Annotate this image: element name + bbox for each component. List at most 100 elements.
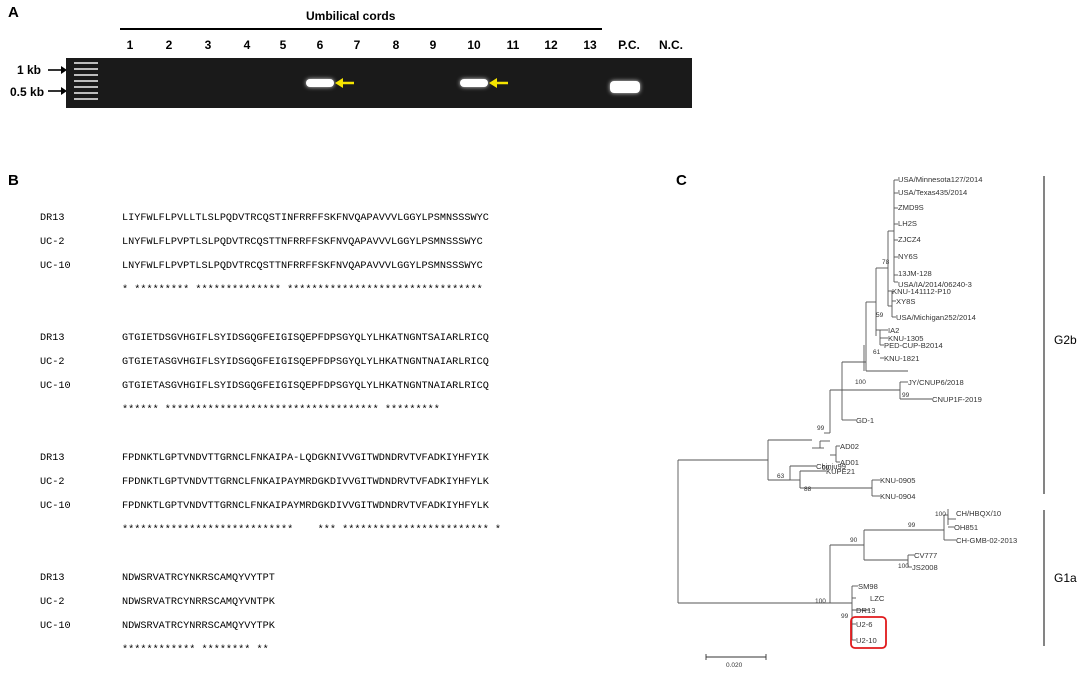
panel-a-label: A <box>8 4 19 21</box>
consensus-line: ****** *********************************… <box>122 405 440 416</box>
lane-label: 8 <box>392 38 400 52</box>
taxon-label: AD02 <box>840 442 859 451</box>
gel-title: Umbilical cords <box>306 9 396 23</box>
ladder-band <box>74 98 98 100</box>
bootstrap-value: 99 <box>902 392 910 399</box>
lane-label: 9 <box>429 38 437 52</box>
group-label-g1a: G1a <box>1054 571 1077 585</box>
lane-label: 12 <box>544 38 558 52</box>
bootstrap-value: 63 <box>777 473 785 480</box>
taxon-label: KNU-1821 <box>884 354 920 363</box>
bootstrap-value: 99 <box>908 522 916 529</box>
taxon-label: AD01 <box>840 458 859 467</box>
ladder-band <box>74 68 98 70</box>
highlight-box <box>850 616 887 649</box>
seq-name: UC-10 <box>40 621 71 632</box>
taxon-label: OH851 <box>954 523 979 532</box>
taxon-label: U2-6 <box>856 620 873 629</box>
marker-1kb-label: 1 kb <box>17 63 42 77</box>
seq-text: FPDNKTLGPTVNDVTTGRNCLFNKAIPAYMRDGKDIVVGI… <box>122 501 489 512</box>
bootstrap-value: 99 <box>822 465 830 472</box>
taxon-label: LZC <box>870 594 885 603</box>
taxon-label: SM98 <box>858 582 878 591</box>
marker-arrows <box>48 66 67 95</box>
bootstrap-value: 100 <box>898 563 909 570</box>
taxon-label: KUPE21 <box>826 467 856 476</box>
seq-text: LNYFWLFLPVPTLSLPQDVTRCQSTTNFRRFFSKFNVQAP… <box>122 261 483 272</box>
gel-title-bracket <box>120 28 602 30</box>
taxon-label: CH/HBQX/10 <box>956 509 1002 518</box>
seq-text: NDWSRVATRCYNRRSCAMQYVNTPK <box>122 597 275 608</box>
taxon-label: JS2008 <box>912 563 938 572</box>
taxon-label: 13JM-128 <box>898 269 932 278</box>
taxon-label: GD-1 <box>856 416 875 425</box>
consensus-line: **************************** *** *******… <box>122 525 502 536</box>
lane-label: 3 <box>204 38 212 52</box>
lane-label: 4 <box>243 38 251 52</box>
seq-name: DR13 <box>40 573 65 584</box>
consensus-line: * ********* ************** *************… <box>122 285 483 296</box>
ladder-band <box>74 86 98 88</box>
taxon-label: IA2 <box>888 326 900 335</box>
seq-text: NDWSRVATRCYNKRSCAMQYVYTPT <box>122 573 275 584</box>
consensus-line: ************ ******** ** <box>122 645 269 656</box>
taxon-label: CNUP1F-2019 <box>932 395 982 404</box>
ladder-band <box>74 80 98 82</box>
arrow-icon <box>489 78 508 88</box>
seq-text: GTGIETDSGVHGIFLSYIDSGQGFEIGISQEPFDPSGYQL… <box>122 333 489 344</box>
bootstrap-value: 99 <box>817 425 825 432</box>
taxon-label: CH-GMB-02-2013 <box>956 536 1018 545</box>
taxon-label: DR13 <box>856 606 876 615</box>
lane-label: 7 <box>353 38 361 52</box>
lane-label: 1 <box>126 38 134 52</box>
seq-name: UC-2 <box>40 237 65 248</box>
taxon-label: NY6S <box>898 252 918 261</box>
taxon-label: KNU-0904 <box>880 492 916 501</box>
taxon-label: PED-CUP-B2014 <box>884 341 943 350</box>
panel-b-label: B <box>8 172 19 189</box>
ladder-band <box>74 92 98 94</box>
ladder-band <box>74 62 98 64</box>
taxon-label: ZJCZ4 <box>898 235 921 244</box>
bootstrap-value: 90 <box>850 537 858 544</box>
bootstrap-value: 88 <box>804 486 812 493</box>
taxon-label: Chinju99 <box>816 462 846 471</box>
taxon-label: CV777 <box>914 551 938 560</box>
seq-name: DR13 <box>40 333 65 344</box>
seq-text: LIYFWLFLPVLLTLSLPQDVTRCQSTINFRRFFSKFNVQA… <box>122 213 489 224</box>
taxon-label: LH2S <box>898 219 917 228</box>
bootstrap-value: 61 <box>873 349 881 356</box>
gel-image <box>66 58 692 108</box>
lane-label: 2 <box>165 38 173 52</box>
seq-name: UC-10 <box>40 381 71 392</box>
taxon-label: KNU-1305 <box>888 334 924 343</box>
bootstrap-value: 78 <box>882 259 890 266</box>
seq-name: DR13 <box>40 213 65 224</box>
taxon-label: XY8S <box>896 297 916 306</box>
band-lane-10 <box>460 79 488 87</box>
seq-name: UC-10 <box>40 501 71 512</box>
seq-text: NDWSRVATRCYNRRSCAMQYVYTPK <box>122 621 275 632</box>
seq-name: DR13 <box>40 453 65 464</box>
taxon-label: JY/CNUP6/2018 <box>908 378 964 387</box>
bootstrap-value: 100 <box>855 379 866 386</box>
seq-text: GTGIETASGVHGIFLSYIDSGQGFEIGISQEPFDPSGYQL… <box>122 357 489 368</box>
bootstrap-value: 100 <box>815 598 826 605</box>
taxon-label: U2-10 <box>856 636 877 645</box>
seq-text: FPDNKTLGPTVNDVTTGRNCLFNKAIPAYMRDGKDIVVGI… <box>122 477 489 488</box>
bootstrap-value: 59 <box>876 312 884 319</box>
taxon-label: ZMD9S <box>898 203 924 212</box>
lane-label: P.C. <box>618 38 640 52</box>
lane-label: 6 <box>316 38 324 52</box>
group-label-g2b: G2b <box>1054 333 1077 347</box>
lane-label: 5 <box>279 38 287 52</box>
seq-text: GTGIETASGVHGIFLSYIDSGQGFEIGISQEPFDPSGYQL… <box>122 381 489 392</box>
marker-05kb-label: 0.5 kb <box>10 85 45 99</box>
seq-text: LNYFWLFLPVPTLSLPQDVTRCQSTTNFRRFFSKFNVQAP… <box>122 237 483 248</box>
taxon-label: USA/Texas435/2014 <box>898 188 968 197</box>
taxon-label: KNU-141112-P10 <box>892 287 951 296</box>
lane-label: 11 <box>506 38 520 52</box>
panel-c-label: C <box>676 172 687 189</box>
arrow-icon <box>335 78 354 88</box>
